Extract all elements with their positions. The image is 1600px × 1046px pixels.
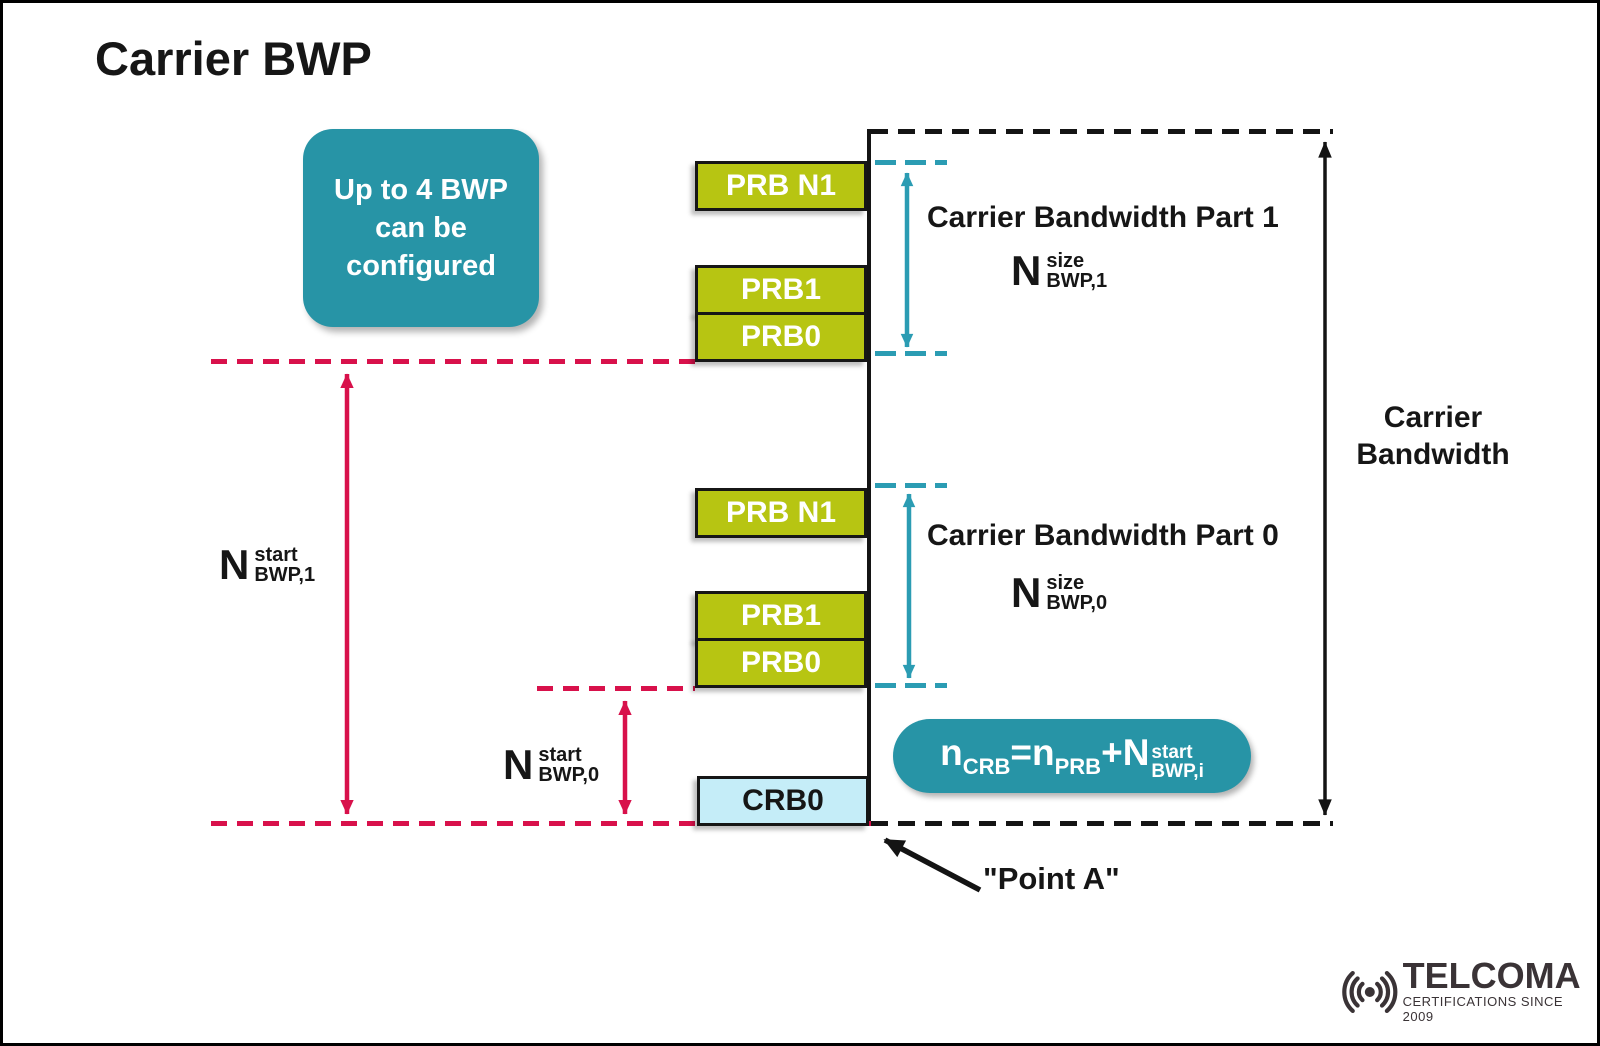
carrier-bandwidth-label: Carrier Bandwidth [1343, 399, 1523, 473]
bwp1-bottom-dashed-tick [875, 351, 947, 356]
carrier-bottom-dashed-line [871, 821, 1333, 826]
logo-tagline: CERTIFICATIONS SINCE 2009 [1402, 994, 1564, 1024]
bwp0-start-label-sup: start [538, 744, 582, 766]
radio-waves-icon [1342, 970, 1398, 1013]
bwp1-title: Carrier Bandwidth Part 1 [927, 201, 1279, 234]
bwp1-size-label-sup: size [1046, 250, 1085, 272]
formula-n-prb: n [1032, 732, 1055, 774]
info-callout-line: configured [346, 250, 496, 282]
bwp0-start-label-base: N [503, 741, 534, 788]
info-callout-line: Up to 4 BWP [334, 174, 508, 206]
carrier-top-dashed-line [871, 129, 1333, 134]
bwp0-top-dashed-tick [875, 483, 947, 488]
bwp1-size-label-sub: BWP,1 [1046, 270, 1108, 292]
bwp0-title: Carrier Bandwidth Part 0 [927, 519, 1279, 552]
bwp0-size-label: N size BWP,0 [1011, 569, 1107, 617]
info-callout: Up to 4 BWP can be configured [303, 129, 539, 327]
bwp0-prb-n1-box: PRB N1 [695, 488, 867, 538]
bwp1-size-label-base: N [1011, 247, 1042, 294]
bwp1-top-dashed-tick [875, 160, 947, 165]
point-a-arrow [883, 837, 982, 893]
bwp0-size-label-sup: size [1046, 572, 1085, 594]
carrier-bandwidth-line: Carrier [1383, 401, 1483, 434]
frequency-axis-line [867, 129, 871, 826]
formula-n-bwp: N [1122, 732, 1150, 774]
bwp1-start-label-sub: BWP,1 [254, 564, 316, 586]
bwp1-start-label: N start BWP,1 [219, 541, 315, 589]
bwp1-prb-n1-box: PRB N1 [695, 161, 867, 211]
bwp0-start-dashed-line [537, 686, 695, 691]
bwp0-size-label-base: N [1011, 569, 1042, 616]
bwp0-prb1-box: PRB1 [695, 591, 867, 641]
bwp1-prb1-box: PRB1 [695, 265, 867, 315]
bwp0-start-label: N start BWP,0 [503, 741, 599, 789]
bwp0-prb0-box: PRB0 [695, 638, 867, 688]
logo-name: TELCOMA [1402, 955, 1581, 996]
bwp0-start-label-sub: BWP,0 [538, 764, 600, 786]
bwp0-bottom-dashed-tick [875, 683, 947, 688]
bwp1-start-label-sup: start [254, 544, 298, 566]
bwp1-prb0-box: PRB0 [695, 312, 867, 362]
page-title: Carrier BWP [95, 32, 372, 85]
point-a-label: "Point A" [983, 861, 1120, 896]
telcoma-logo: TELCOMA CERTIFICATIONS SINCE 2009 [1337, 955, 1597, 1024]
carrier-bandwidth-line: Bandwidth [1356, 438, 1510, 471]
point-a-red-dashed-line [211, 821, 871, 826]
bwp1-size-label: N size BWP,1 [1011, 247, 1107, 295]
bwp1-start-label-base: N [219, 541, 250, 588]
crb0-box: CRB0 [697, 776, 869, 826]
bwp1-start-dashed-line [211, 359, 695, 364]
info-callout-line: can be [375, 212, 467, 244]
formula-n-crb: n [940, 732, 963, 774]
bwp0-size-label-sub: BWP,0 [1046, 592, 1108, 614]
